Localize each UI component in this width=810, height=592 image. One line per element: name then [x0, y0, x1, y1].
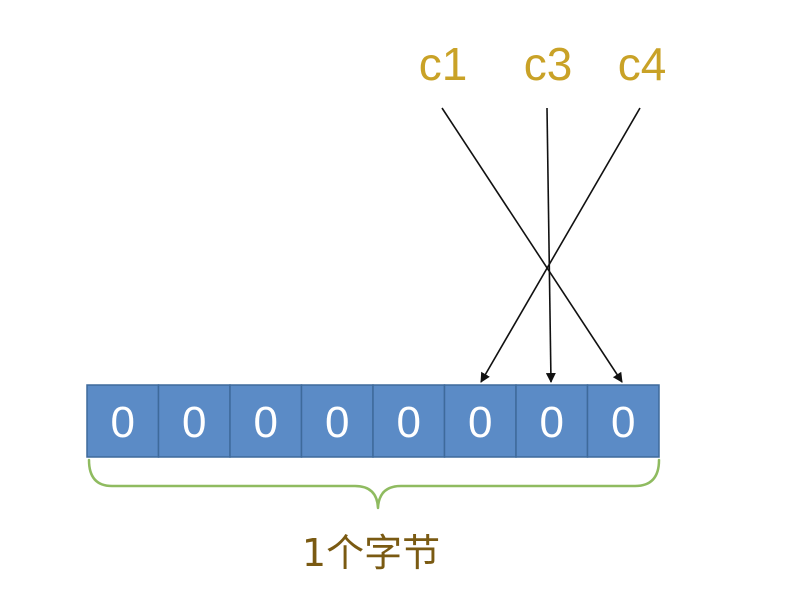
bit-value: 0 — [111, 398, 135, 447]
bit-value: 0 — [254, 398, 278, 447]
bit-value: 0 — [611, 398, 635, 447]
variable-labels: c1 c3 c4 — [419, 38, 667, 90]
arrow-c1-to-bit — [441, 107, 623, 383]
bit-value: 0 — [468, 398, 492, 447]
byte-cells: 0 0 0 0 0 0 0 0 — [86, 384, 660, 458]
bit-cell: 0 — [229, 384, 303, 458]
arrow-c4-to-bit — [480, 107, 641, 383]
variable-label-c1: c1 — [419, 38, 468, 90]
mapping-arrows — [441, 107, 641, 383]
variable-label-c3: c3 — [524, 38, 573, 90]
bit-cell: 0 — [443, 384, 517, 458]
bit-cell: 0 — [372, 384, 446, 458]
byte-brace — [87, 458, 661, 510]
bit-cell: 0 — [515, 384, 589, 458]
byte-caption: 1个字节 — [302, 531, 440, 575]
bit-value: 0 — [397, 398, 421, 447]
bit-value: 0 — [540, 398, 564, 447]
bit-cell: 0 — [586, 384, 660, 458]
bit-cell: 0 — [300, 384, 374, 458]
bit-cell: 0 — [86, 384, 160, 458]
variable-label-c4: c4 — [618, 38, 667, 90]
bit-value: 0 — [325, 398, 349, 447]
bit-cell: 0 — [157, 384, 231, 458]
arrow-c3-to-bit — [545, 107, 556, 383]
bit-value: 0 — [182, 398, 206, 447]
